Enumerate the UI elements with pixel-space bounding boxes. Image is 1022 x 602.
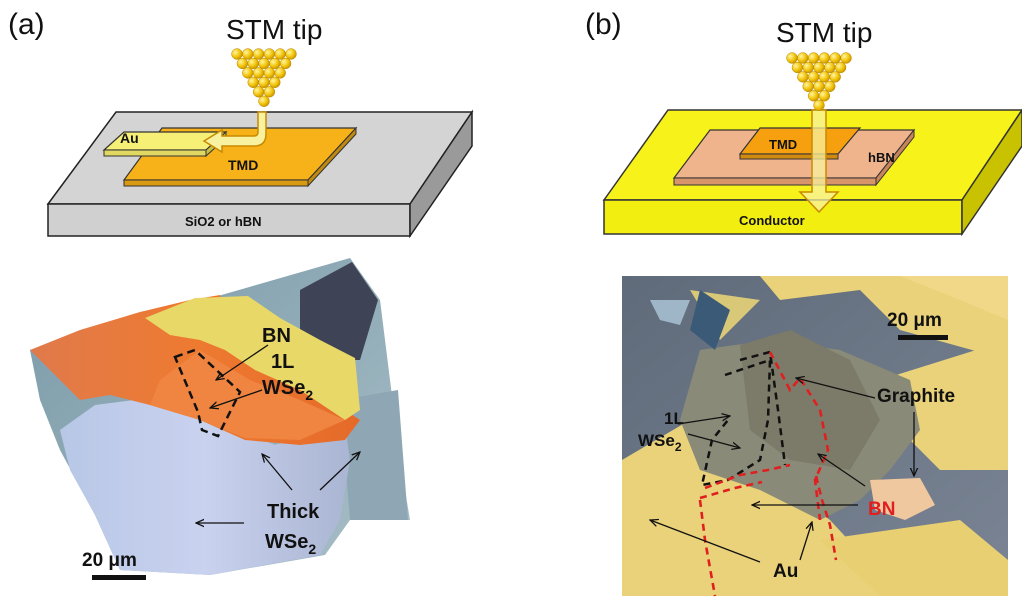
tip-atom	[258, 57, 270, 70]
tip-atom	[236, 57, 249, 70]
tip-atom	[231, 48, 243, 60]
bn-arrow	[216, 344, 269, 380]
tip-atom	[252, 67, 265, 79]
stm-tip-a-icon	[231, 48, 297, 107]
panel-b-schematic	[602, 108, 1022, 237]
monolayer-line2-a: WSe2	[262, 377, 313, 403]
tip-atom	[242, 67, 254, 79]
tip-atom	[807, 52, 820, 64]
bn-outline-red	[768, 351, 830, 521]
bn-label-a: BN	[262, 325, 291, 347]
tip-atom	[258, 95, 270, 107]
tip-atom	[242, 48, 254, 60]
current-arrow	[202, 111, 267, 154]
tip-atom	[824, 80, 836, 92]
tip-atom	[258, 76, 270, 88]
tmd-flake-b	[738, 127, 862, 155]
tip-atom	[263, 67, 276, 79]
gold-bottom	[622, 420, 900, 596]
bn-region	[145, 296, 360, 420]
stm-tip-b-icon	[786, 52, 852, 111]
tip-atom	[807, 90, 820, 102]
tip-atom	[824, 61, 836, 74]
thick-wse2-region	[60, 398, 350, 575]
conductor-label: Conductor	[739, 213, 805, 228]
tmd-flake-edge	[123, 179, 309, 187]
panel-a-micrograph	[30, 258, 410, 580]
monolayer-outline-a	[173, 348, 242, 438]
hbn-label: hBN	[868, 150, 895, 165]
graphite-label: Graphite	[877, 386, 955, 407]
panel-a-tip-title: STM tip	[226, 14, 323, 45]
tip-atom	[797, 71, 809, 83]
scalebar-b	[898, 335, 948, 340]
monolayer-line1-a: 1L	[271, 351, 294, 373]
tip-atom	[834, 61, 847, 74]
tip-atom	[802, 61, 814, 74]
tip-atom	[818, 71, 831, 83]
monolayer-line2-b: WSe2	[638, 431, 682, 454]
tip-atom	[252, 86, 265, 98]
tip-atom	[818, 52, 831, 64]
tip-atom	[791, 61, 804, 74]
tip-atom	[829, 52, 841, 64]
tip-atom	[279, 57, 292, 70]
tip-atom	[285, 48, 297, 60]
scalebar-a-label: 20 μm	[82, 550, 137, 571]
tip-atom	[829, 71, 841, 83]
bn-region-b	[870, 478, 935, 520]
tip-atom	[797, 52, 809, 64]
tmd-label-a: TMD	[228, 157, 258, 173]
au-label: Au	[120, 130, 139, 146]
tip-atom	[274, 48, 286, 60]
tip-atom	[786, 52, 798, 64]
monolayer-line1-b: 1L	[664, 409, 684, 428]
thick-line2: WSe2	[265, 531, 316, 557]
tip-atom	[818, 90, 831, 102]
tip-atom	[813, 80, 825, 92]
bn-label-b: BN	[868, 499, 895, 520]
tip-atom	[252, 48, 265, 60]
panel-a-letter: (a)	[8, 8, 45, 41]
scalebar-b-label: 20 μm	[887, 310, 942, 331]
panel-a-schematic	[46, 109, 474, 239]
tip-atom	[247, 57, 259, 70]
tip-atom	[807, 71, 820, 83]
au-label-b: Au	[773, 561, 798, 582]
substrate-label: SiO2 or hBN	[185, 214, 262, 229]
tmd-label-b: TMD	[769, 137, 797, 152]
substrate-side	[409, 109, 473, 239]
tip-atom	[269, 57, 281, 70]
tip-atom	[813, 99, 825, 111]
panel-b-micrograph	[622, 276, 1008, 597]
current-arrow-b	[798, 109, 840, 214]
conductor-side	[961, 108, 1022, 237]
panel-b-letter: (b)	[585, 8, 622, 41]
scalebar-a	[92, 575, 146, 580]
tip-atom	[263, 86, 276, 98]
tip-atom	[274, 67, 286, 79]
tip-atom	[247, 76, 259, 88]
tip-atom	[269, 76, 281, 88]
panel-b-tip-title: STM tip	[776, 17, 873, 48]
tip-atom	[840, 52, 852, 64]
tip-atom	[813, 61, 825, 74]
tip-atom	[802, 80, 814, 92]
thick-line1: Thick	[267, 501, 320, 523]
tip-atom	[263, 48, 276, 60]
